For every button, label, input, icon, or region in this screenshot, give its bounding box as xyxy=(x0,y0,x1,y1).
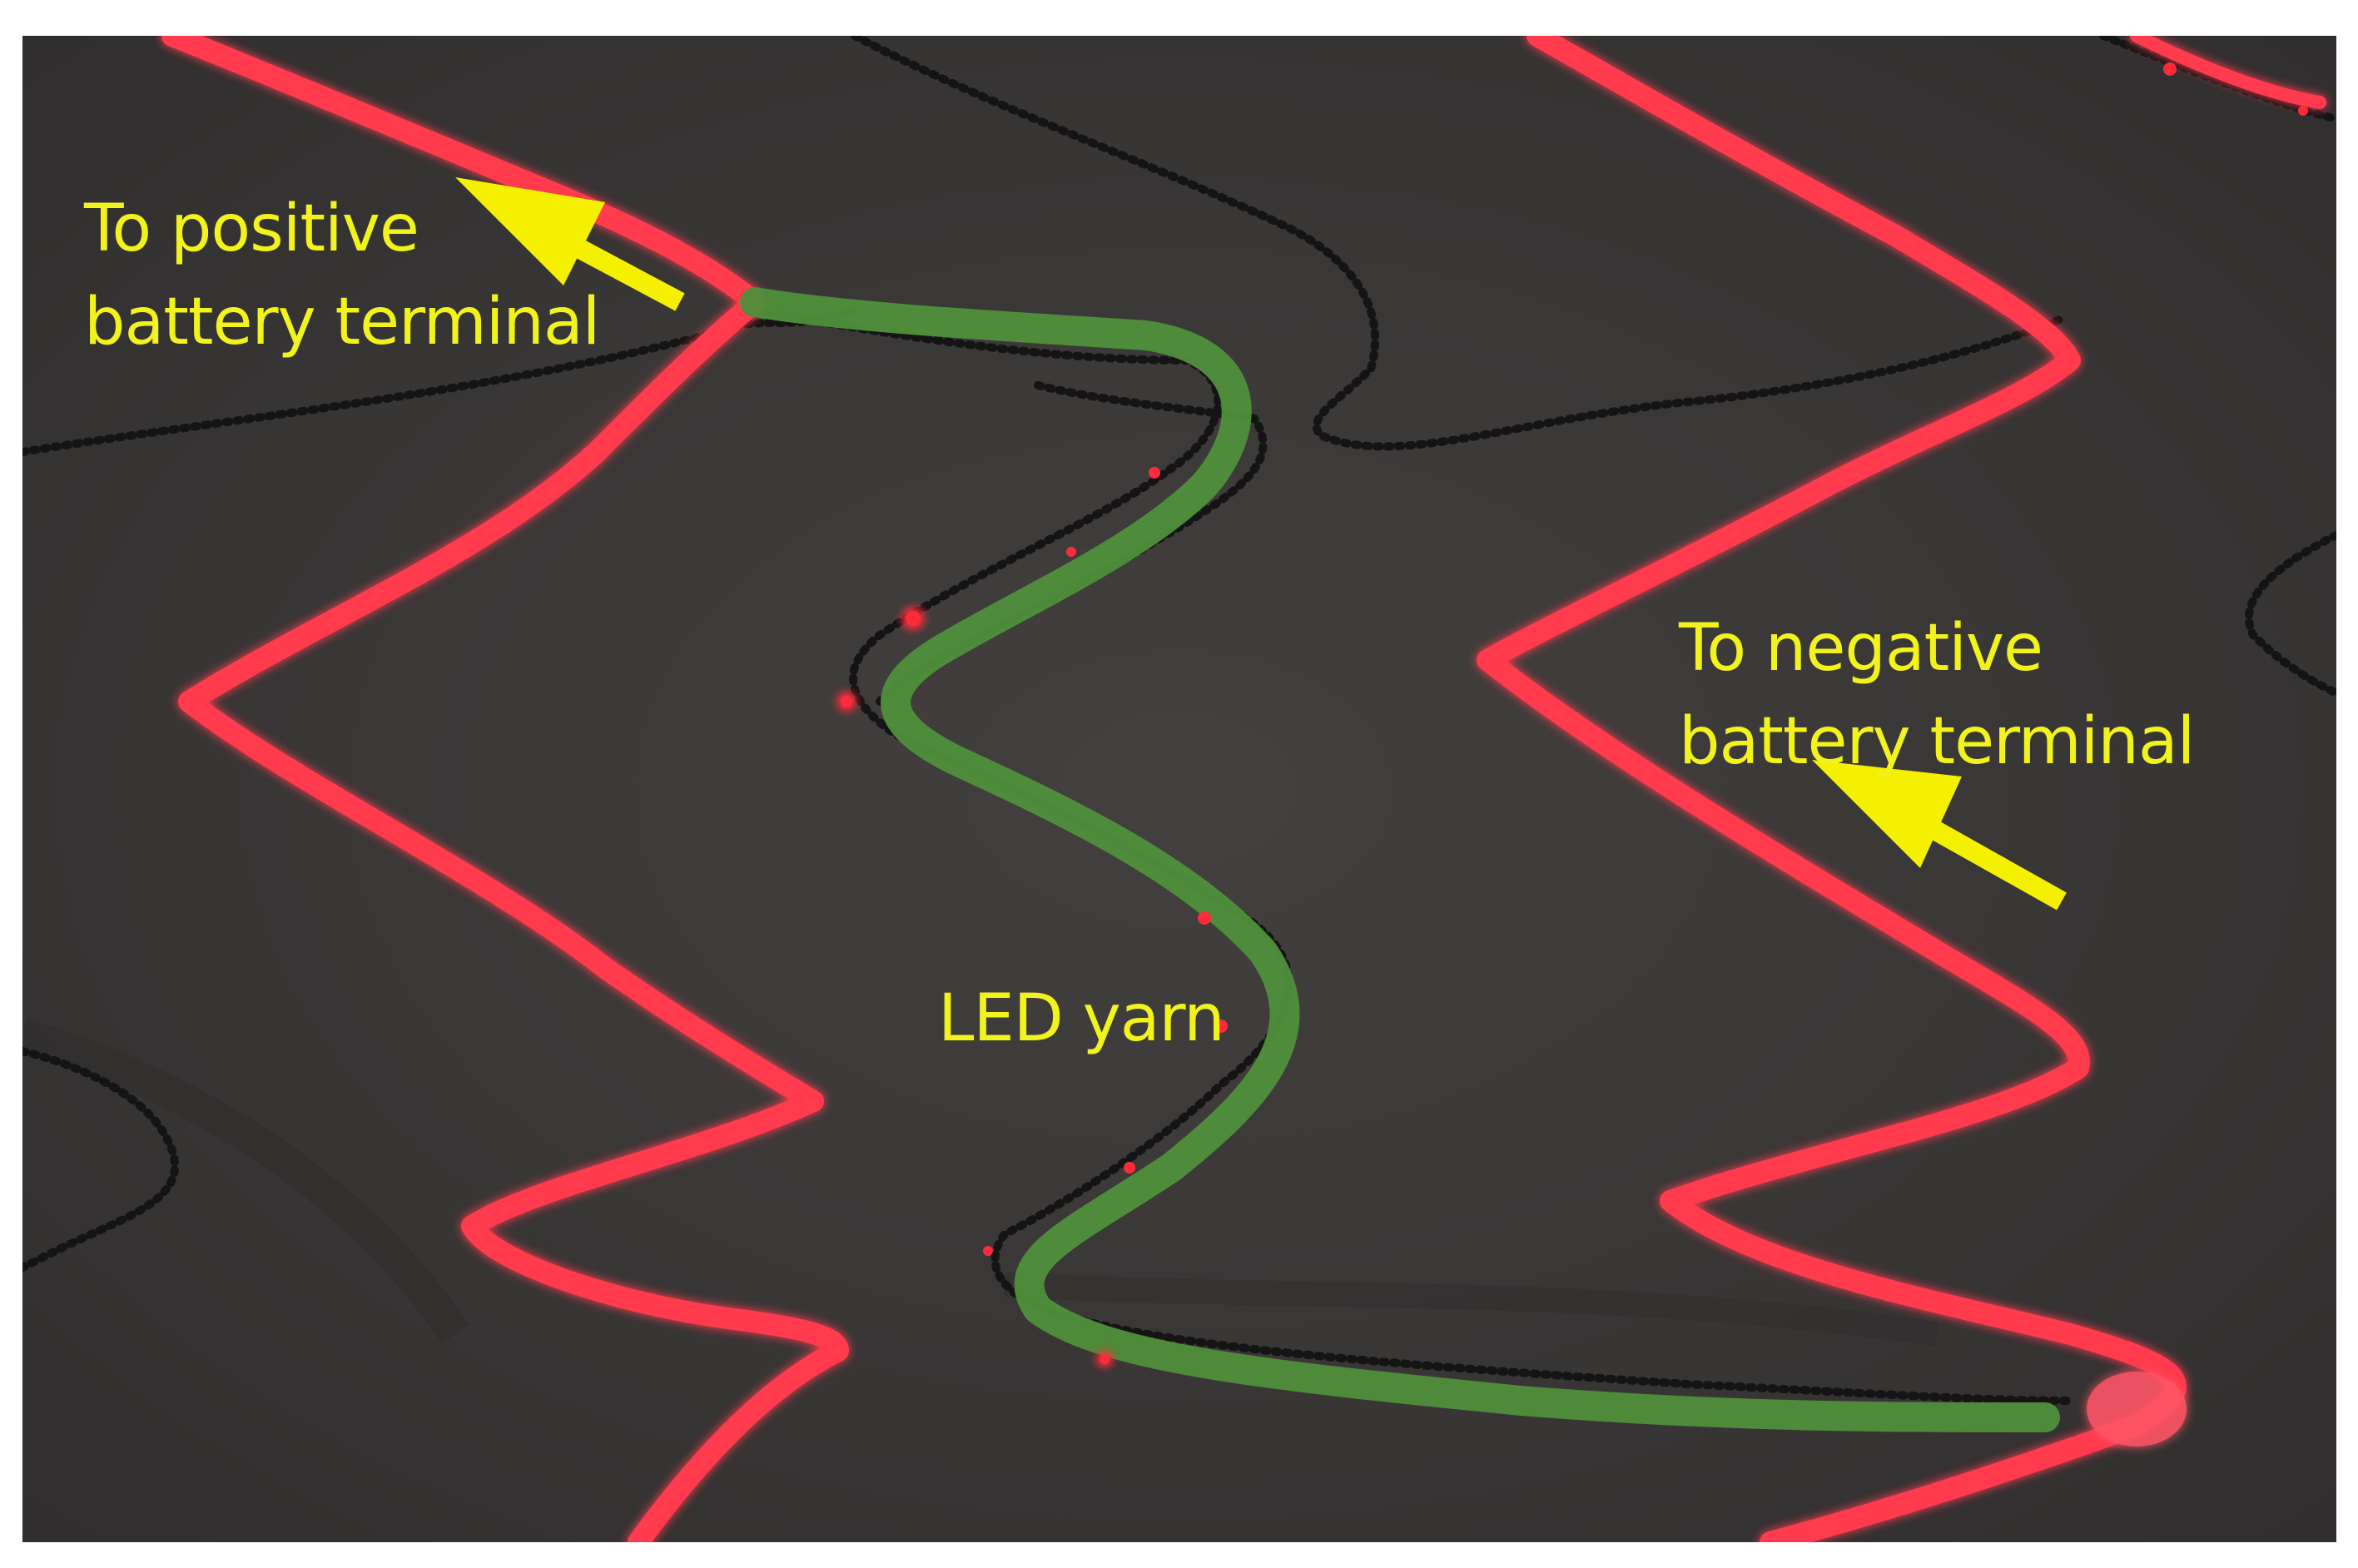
fabric-fold xyxy=(22,1018,469,1344)
led-yarn-highlight xyxy=(740,287,2060,1432)
arrow-up-left-icon xyxy=(455,177,685,311)
red-thread-right xyxy=(1477,36,2187,1542)
red-thread-left xyxy=(161,36,849,1542)
positive-terminal-line2: battery terminal xyxy=(84,285,600,360)
black-stitch-lines xyxy=(22,36,2336,1405)
negative-terminal-label: To negative battery terminal xyxy=(1679,602,2195,788)
negative-terminal-line2: battery terminal xyxy=(1679,704,2195,779)
led-points xyxy=(836,62,2308,1367)
negative-terminal-line1: To negative xyxy=(1679,611,2043,686)
red-thread-blob xyxy=(2087,1372,2187,1446)
fabric-fold xyxy=(1004,1272,1939,1347)
led-yarn-label: LED yarn xyxy=(938,981,1225,1056)
positive-terminal-label: To positive battery terminal xyxy=(84,182,600,369)
photo: To positive battery terminal To negative… xyxy=(22,36,2336,1542)
fabric-photo xyxy=(22,36,2336,1542)
red-conductive-threads xyxy=(161,36,2326,1542)
arrow-up-left-icon xyxy=(1812,760,2067,911)
positive-terminal-line1: To positive xyxy=(84,191,419,266)
